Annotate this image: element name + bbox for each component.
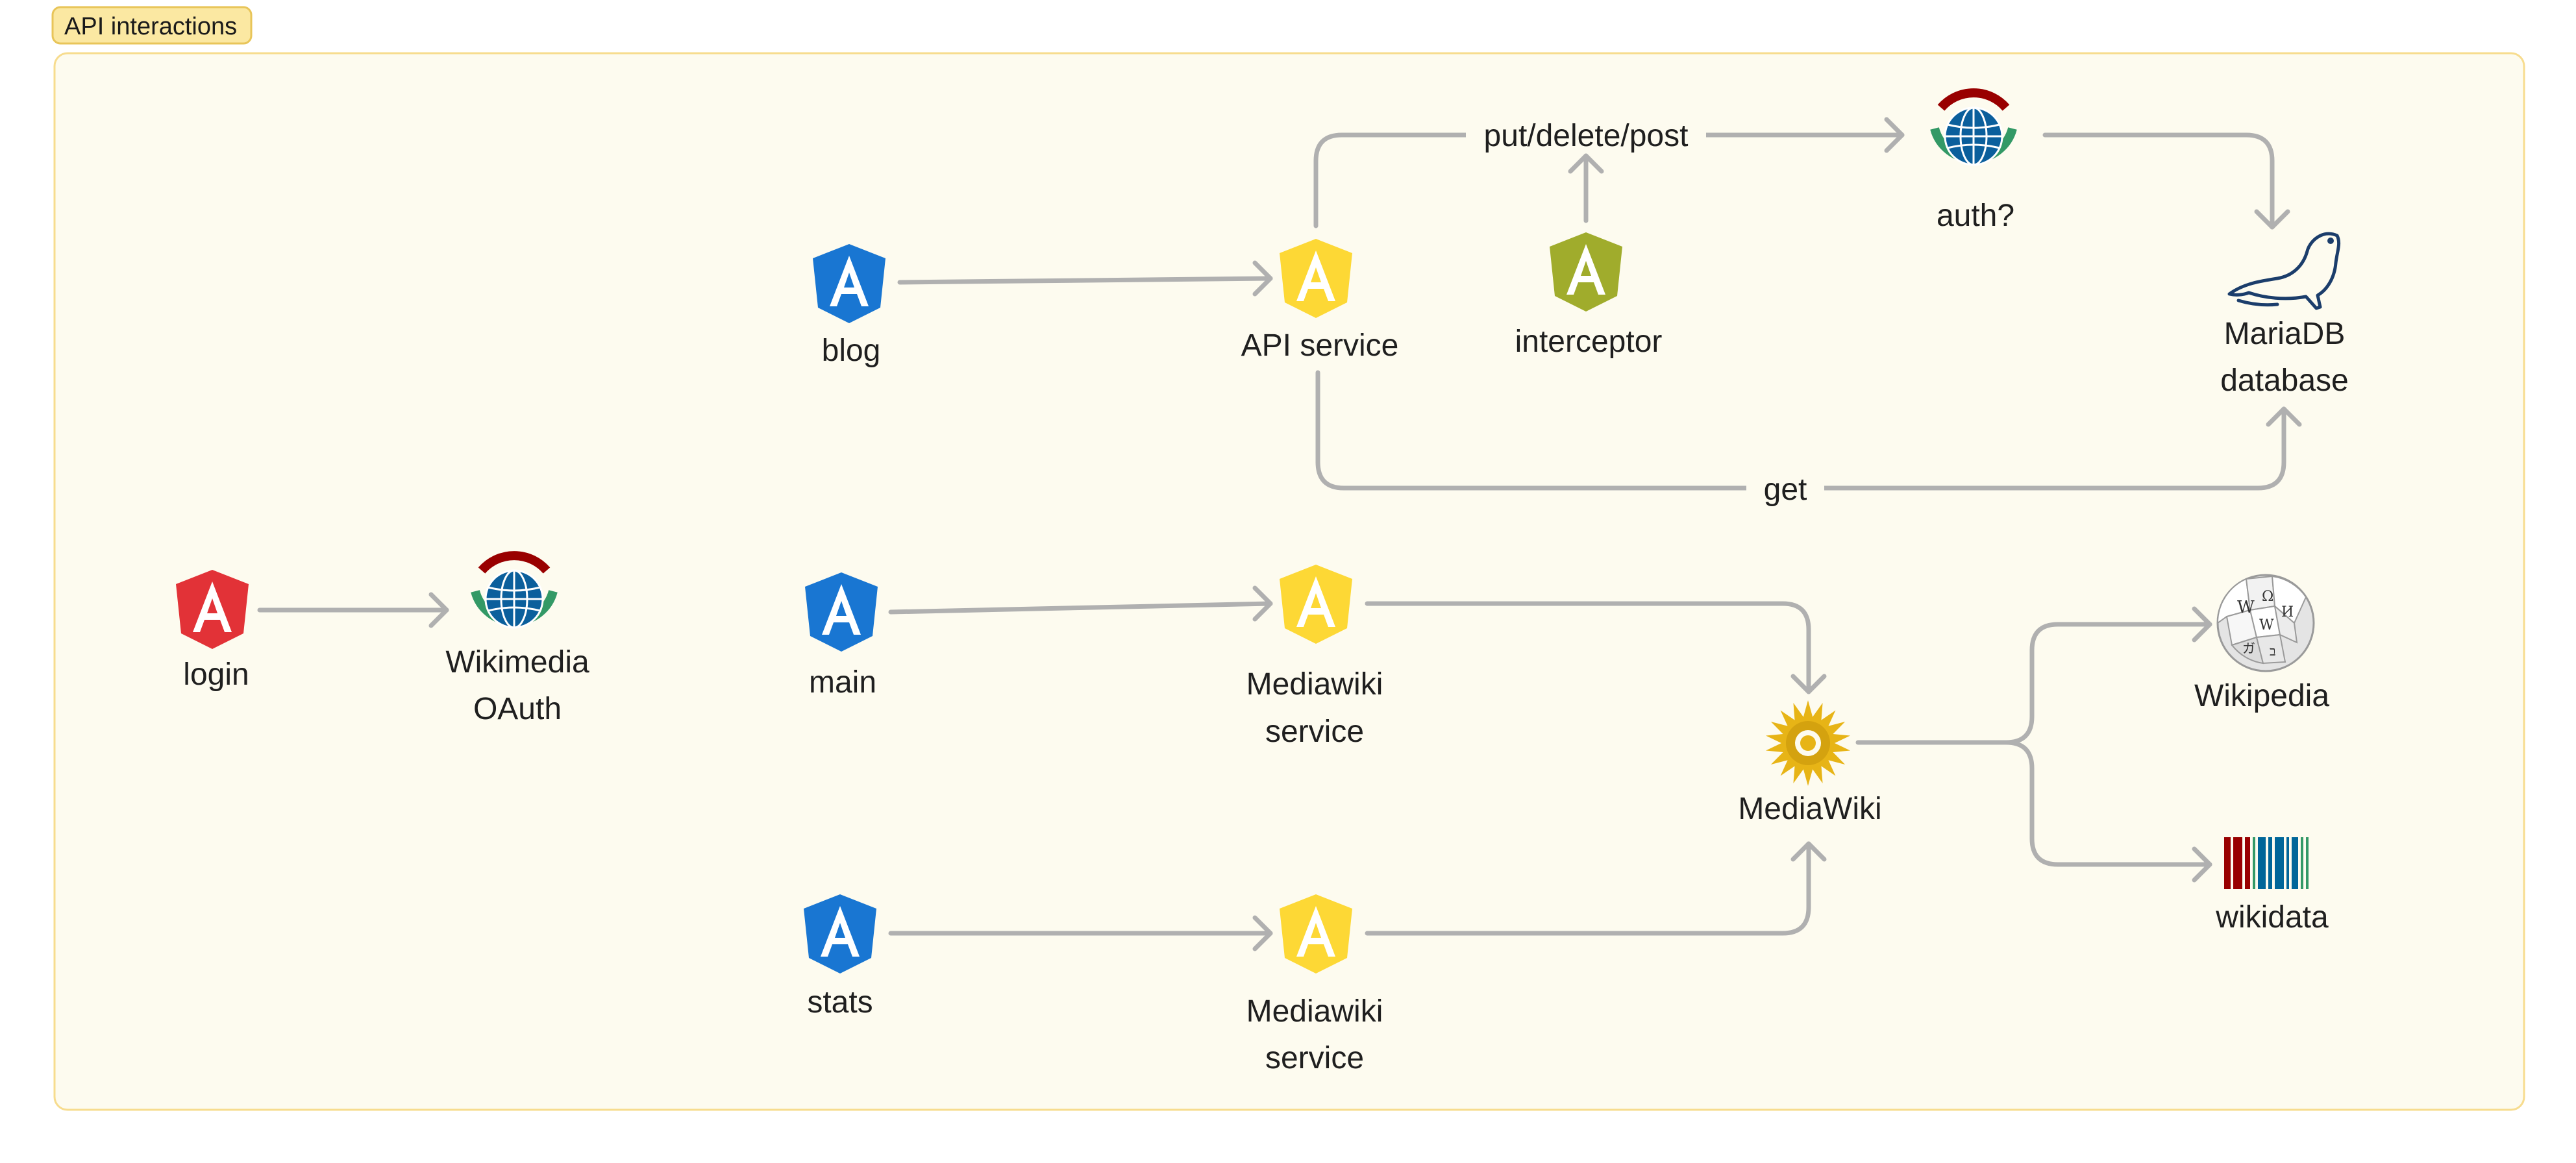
svg-text:ガ: ガ (2242, 641, 2255, 656)
node-wikimedia-oauth[interactable]: Wikimedia OAuth (445, 556, 589, 726)
node-label: MediaWiki (1738, 792, 1881, 826)
node-api-service[interactable]: API service (1241, 239, 1399, 363)
group-title: API interactions (64, 13, 237, 40)
node-label: service (1265, 1041, 1364, 1075)
edge-mediawiki-to-wikidata (2003, 740, 2212, 883)
node-mediawiki-service-1[interactable]: Mediawiki service (1246, 565, 1383, 749)
node-interceptor[interactable]: interceptor (1515, 232, 1663, 359)
node-label: interceptor (1515, 324, 1663, 359)
node-label: Mediawiki (1246, 667, 1383, 702)
node-login[interactable]: login (176, 570, 249, 692)
edge-mediawiki-service-2-to-mediawiki (1365, 841, 1827, 936)
edge-main-to-mediawiki-service-1 (888, 585, 1273, 622)
node-blog[interactable]: blog (813, 244, 886, 368)
wikidata-barcode-icon (2224, 837, 2309, 889)
group-title-badge (51, 6, 253, 45)
node-wikidata[interactable]: wikidata (2215, 837, 2329, 935)
svg-text:Ω: Ω (2262, 589, 2273, 605)
node-label: database (2220, 363, 2349, 398)
node-label: blog (822, 334, 881, 368)
node-label: login (183, 657, 249, 692)
edge-mediawiki-service-1-to-mediawiki (1365, 601, 1827, 694)
edge-login-to-oauth (257, 592, 449, 628)
edge-auth-to-mariadb (2042, 132, 2290, 230)
mediawiki-sunflower-icon (1766, 700, 1850, 786)
node-main[interactable]: main (805, 572, 878, 700)
node-label: wikidata (2215, 900, 2329, 935)
node-mariadb[interactable]: MariaDB database (2220, 232, 2349, 398)
edge-blog-to-api-service (897, 260, 1273, 297)
svg-text:И: И (2281, 604, 2294, 620)
edge-stats-to-mediawiki-service-2 (888, 915, 1273, 951)
node-label: service (1265, 715, 1364, 749)
wikipedia-globe-icon: W Ω И W ガ ב (2216, 574, 2315, 672)
node-mediawiki[interactable]: MediaWiki (1738, 700, 1882, 826)
edge-api-service-to-auth: put/delete/post (1313, 112, 1905, 228)
edge-interceptor-to-label (1568, 153, 1604, 223)
edge-api-service-to-mariadb: get (1315, 370, 2302, 511)
node-mediawiki-service-2[interactable]: Mediawiki service (1246, 894, 1383, 1075)
node-stats[interactable]: stats (804, 894, 876, 1020)
edge-label-get: get (1764, 472, 1807, 507)
svg-text:W: W (2259, 617, 2274, 633)
node-label: stats (807, 985, 873, 1020)
node-label: MariaDB (2224, 317, 2346, 351)
node-label: auth? (1937, 199, 2014, 233)
node-auth[interactable]: auth? (1935, 93, 2014, 233)
node-label: Mediawiki (1246, 994, 1383, 1029)
node-label: Wikipedia (2194, 679, 2329, 713)
node-label: API service (1241, 328, 1399, 363)
node-label: Wikimedia (445, 645, 589, 679)
node-wikipedia[interactable]: W Ω И W ガ ב Wikipedia (2194, 574, 2329, 713)
node-label: OAuth (473, 692, 562, 726)
node-label: main (809, 665, 876, 700)
mariadb-seal-icon (2227, 232, 2341, 310)
edge-label-put-delete-post: put/delete/post (1484, 119, 1689, 153)
edge-mediawiki-to-wikipedia (1855, 606, 2212, 745)
svg-text:ב: ב (2270, 643, 2276, 659)
svg-text:W: W (2237, 598, 2255, 617)
